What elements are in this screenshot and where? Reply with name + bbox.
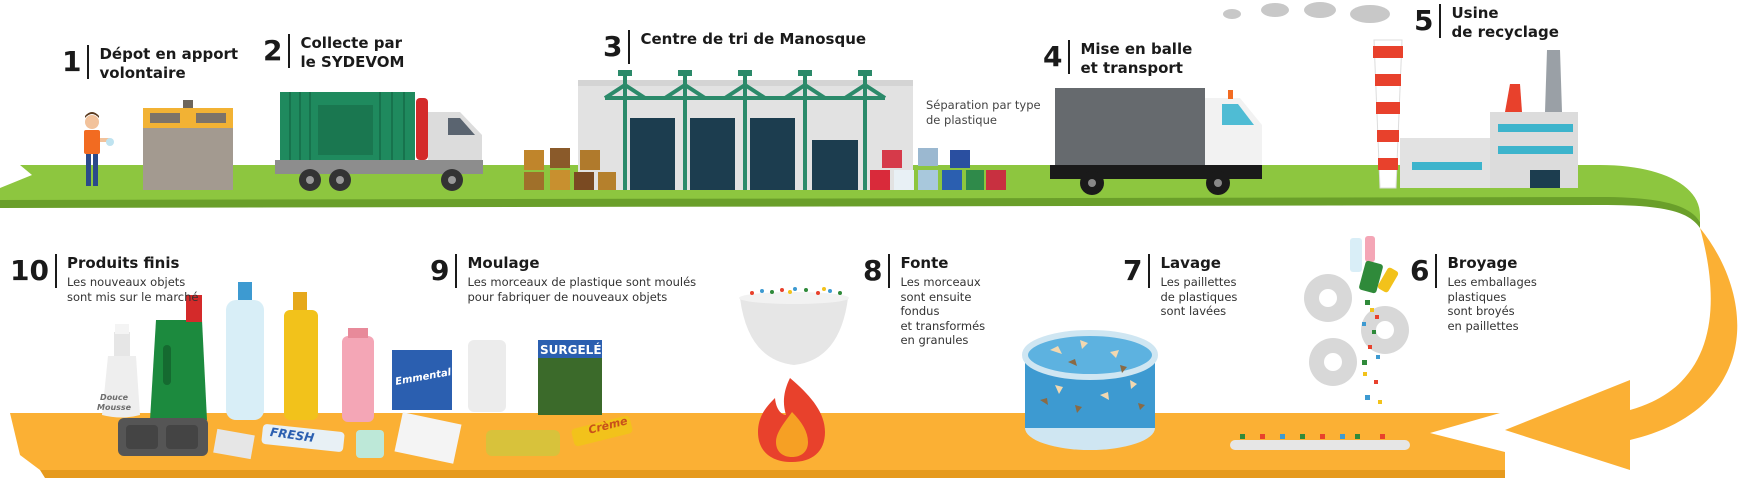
step-3: 3 Centre de tri de Manosque	[603, 30, 866, 64]
transport-truck	[1050, 88, 1262, 195]
melting-bowl	[739, 287, 849, 365]
step-8: 8 Fonte Les morceaux sont ensuite fondus…	[863, 254, 985, 348]
step-description: Les emballages plastiques sont broyés en…	[1447, 275, 1537, 333]
sorted-plastic-bales	[870, 148, 1006, 190]
step-number: 6	[1410, 254, 1438, 288]
soap-label: Douce Mousse	[97, 393, 132, 412]
step-number: 2	[263, 34, 291, 68]
step-title: Usine de recyclage	[1451, 4, 1559, 41]
step-title: Mise en balle et transport	[1080, 40, 1193, 77]
step-title: Fonte	[900, 254, 949, 272]
step-9: 9 Moulage Les morceaux de plastique sont…	[430, 254, 696, 304]
step-number: 4	[1043, 40, 1071, 74]
step-5: 5 Usine de recyclage	[1414, 4, 1559, 42]
step-7: 7 Lavage Les paillettes de plastiques so…	[1123, 254, 1237, 319]
surgeles-label: SURGELÉS	[540, 343, 611, 357]
finished-products	[102, 282, 633, 464]
step-title: Lavage	[1160, 254, 1221, 272]
step-description: Les paillettes de plastiques sont lavées	[1160, 275, 1238, 318]
step-2: 2 Collecte par le SYDEVOM	[263, 34, 404, 72]
person-illustration	[84, 112, 114, 186]
step-description: Les morceaux de plastique sont moulés po…	[467, 275, 697, 304]
waste-bales	[524, 148, 616, 190]
step-number: 10	[10, 254, 57, 288]
step-number: 9	[430, 254, 458, 288]
step-description: Les nouveaux objets sont mis sur le marc…	[66, 275, 199, 304]
step-1: 1 Dépot en apport volontaire	[62, 45, 238, 83]
top-green-track	[0, 165, 1700, 228]
step-description: Les morceaux sont ensuite fondus et tran…	[900, 275, 986, 347]
sorting-center-building	[578, 70, 913, 190]
recycling-factory	[1223, 2, 1578, 189]
garbage-truck	[275, 92, 483, 191]
fire-icon	[758, 378, 825, 462]
step-title: Produits finis	[66, 254, 180, 272]
step-title: Dépot en apport volontaire	[99, 45, 239, 82]
step-number: 5	[1414, 4, 1442, 38]
step-number: 3	[603, 30, 631, 64]
drop-off-container	[143, 100, 233, 190]
step-4: 4 Mise en balle et transport	[1043, 40, 1192, 78]
step-title: Moulage	[467, 254, 540, 272]
step-10: 10 Produits finis Les nouveaux objets so…	[10, 254, 199, 304]
step-title: Collecte par le SYDEVOM	[300, 34, 405, 71]
step-number: 1	[62, 45, 90, 79]
washing-tub	[1022, 330, 1158, 450]
step-number: 7	[1123, 254, 1151, 288]
step-title: Centre de tri de Manosque	[640, 30, 867, 48]
step-6: 6 Broyage Les emballages plastiques sont…	[1410, 254, 1537, 333]
step-number: 8	[863, 254, 891, 288]
step-title: Broyage	[1447, 254, 1518, 272]
crusher-gears	[1230, 236, 1410, 450]
sorting-note: Séparation par type de plastique	[926, 98, 1041, 127]
